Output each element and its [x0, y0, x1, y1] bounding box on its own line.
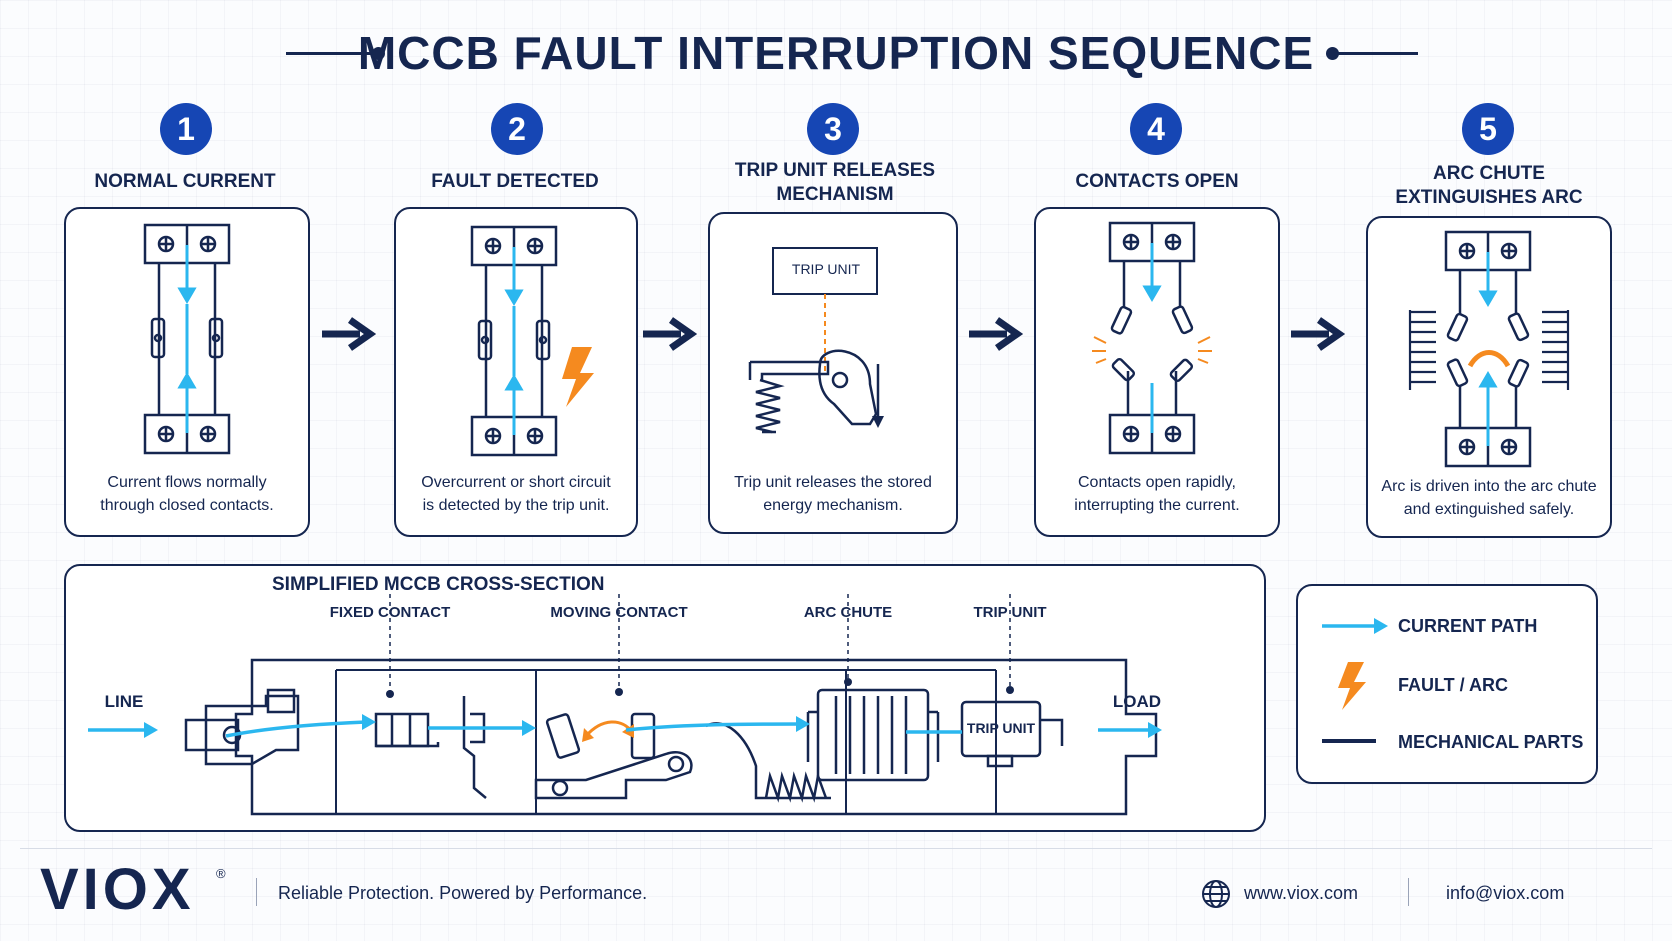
step-4-desc-line2: interrupting the current.: [1074, 497, 1240, 514]
tagline: Reliable Protection. Powered by Performa…: [278, 883, 648, 903]
trip-unit-label: TRIP UNIT: [791, 261, 861, 277]
step-4-badge: 4: [1130, 103, 1182, 155]
email-link[interactable]: info@viox.com: [1446, 883, 1565, 903]
step-4-desc-line1: Contacts open rapidly,: [1077, 474, 1236, 491]
step-4-card: Contacts open rapidly, interrupting the …: [1034, 207, 1280, 537]
arc-icon: [1467, 350, 1511, 368]
step-5-card: Arc is driven into the arc chute and ext…: [1366, 216, 1612, 538]
step-3-badge: 3: [807, 103, 859, 155]
legend-mechanical-parts: MECHANICAL PARTS: [1398, 732, 1584, 752]
step-3-desc-line1: Trip unit releases the stored: [734, 474, 932, 491]
trip-unit-section-label: TRIP UNIT: [973, 604, 1047, 621]
step-5-diagram: [1408, 230, 1570, 468]
next-arrow-icon: [643, 317, 697, 351]
step-5-title-line1: ARC CHUTE: [1433, 163, 1545, 184]
step-2-diagram: [470, 225, 594, 457]
fault-arc-lightning-icon: [1338, 662, 1366, 710]
step-1-desc-line2: through closed contacts.: [100, 497, 274, 514]
footer-separator: [256, 878, 257, 906]
cross-section-panel: SIMPLIFIED MCCB CROSS-SECTION FIXED CONT…: [64, 564, 1266, 832]
fixed-contact-label: FIXED CONTACT: [329, 604, 451, 621]
step-3-card: TRIP UNIT Trip unit releases the stored …: [708, 212, 958, 534]
brand-logo: VIOX: [40, 857, 195, 922]
current-path-arrow-icon: [1322, 618, 1388, 634]
step-3-desc-line2: energy mechanism.: [763, 497, 903, 514]
footer-divider: [20, 848, 1652, 849]
step-5-title-line2: EXTINGUISHES ARC: [1395, 187, 1583, 208]
next-arrow-icon: [1291, 317, 1345, 351]
fault-lightning-icon: [562, 347, 594, 407]
next-arrow-icon: [969, 317, 1023, 351]
footer-separator: [1408, 878, 1409, 906]
step-1-diagram: [143, 223, 231, 455]
step-5-desc-line2: and extinguished safely.: [1403, 501, 1575, 518]
step-2-card: Overcurrent or short circuit is detected…: [394, 207, 638, 537]
step-1-badge: 1: [160, 103, 212, 155]
next-arrow-icon: [322, 317, 376, 351]
title-line-left: [286, 52, 374, 55]
step-2-badge: 2: [491, 103, 543, 155]
step-2-desc-line1: Overcurrent or short circuit: [421, 474, 611, 491]
moving-contact-label: MOVING CONTACT: [550, 604, 688, 621]
line-label: LINE: [104, 692, 144, 711]
step-3-diagram: [748, 247, 884, 434]
step-3-title-line2: MECHANISM: [776, 184, 894, 205]
website-link[interactable]: www.viox.com: [1244, 883, 1359, 903]
page-title: MCCB FAULT INTERRUPTION SEQUENCE: [357, 27, 1315, 79]
legend-panel: CURRENT PATH FAULT / ARC MECHANICAL PART…: [1296, 584, 1598, 784]
step-1-desc-line1: Current flows normally: [107, 474, 267, 491]
cross-section-title: SIMPLIFIED MCCB CROSS-SECTION: [272, 574, 605, 595]
cross-section-diagram: [88, 594, 1162, 816]
step-2-desc-line2: is detected by the trip unit.: [422, 497, 610, 514]
load-label: LOAD: [1112, 692, 1162, 711]
step-5-desc-line1: Arc is driven into the arc chute: [1381, 478, 1597, 495]
title-line-right: [1330, 52, 1418, 55]
step-1-card: Current flows normally through closed co…: [64, 207, 310, 537]
legend-current-path: CURRENT PATH: [1398, 616, 1538, 636]
trip-unit-inner-label: TRIP UNIT: [966, 720, 1036, 736]
step-4-title: CONTACTS OPEN: [1075, 171, 1239, 192]
step-2-title: FAULT DETECTED: [431, 171, 599, 192]
arc-chute-label: ARC CHUTE: [803, 604, 893, 621]
registered-mark: ®: [216, 866, 226, 881]
legend-fault-arc: FAULT / ARC: [1398, 675, 1508, 695]
globe-icon: [1202, 880, 1230, 908]
step-5-badge: 5: [1462, 103, 1514, 155]
title-dot-left: [372, 47, 385, 60]
step-3-title-line1: TRIP UNIT RELEASES: [734, 160, 936, 181]
step-1-title: NORMAL CURRENT: [94, 171, 276, 192]
step-4-diagram: [1092, 221, 1212, 455]
